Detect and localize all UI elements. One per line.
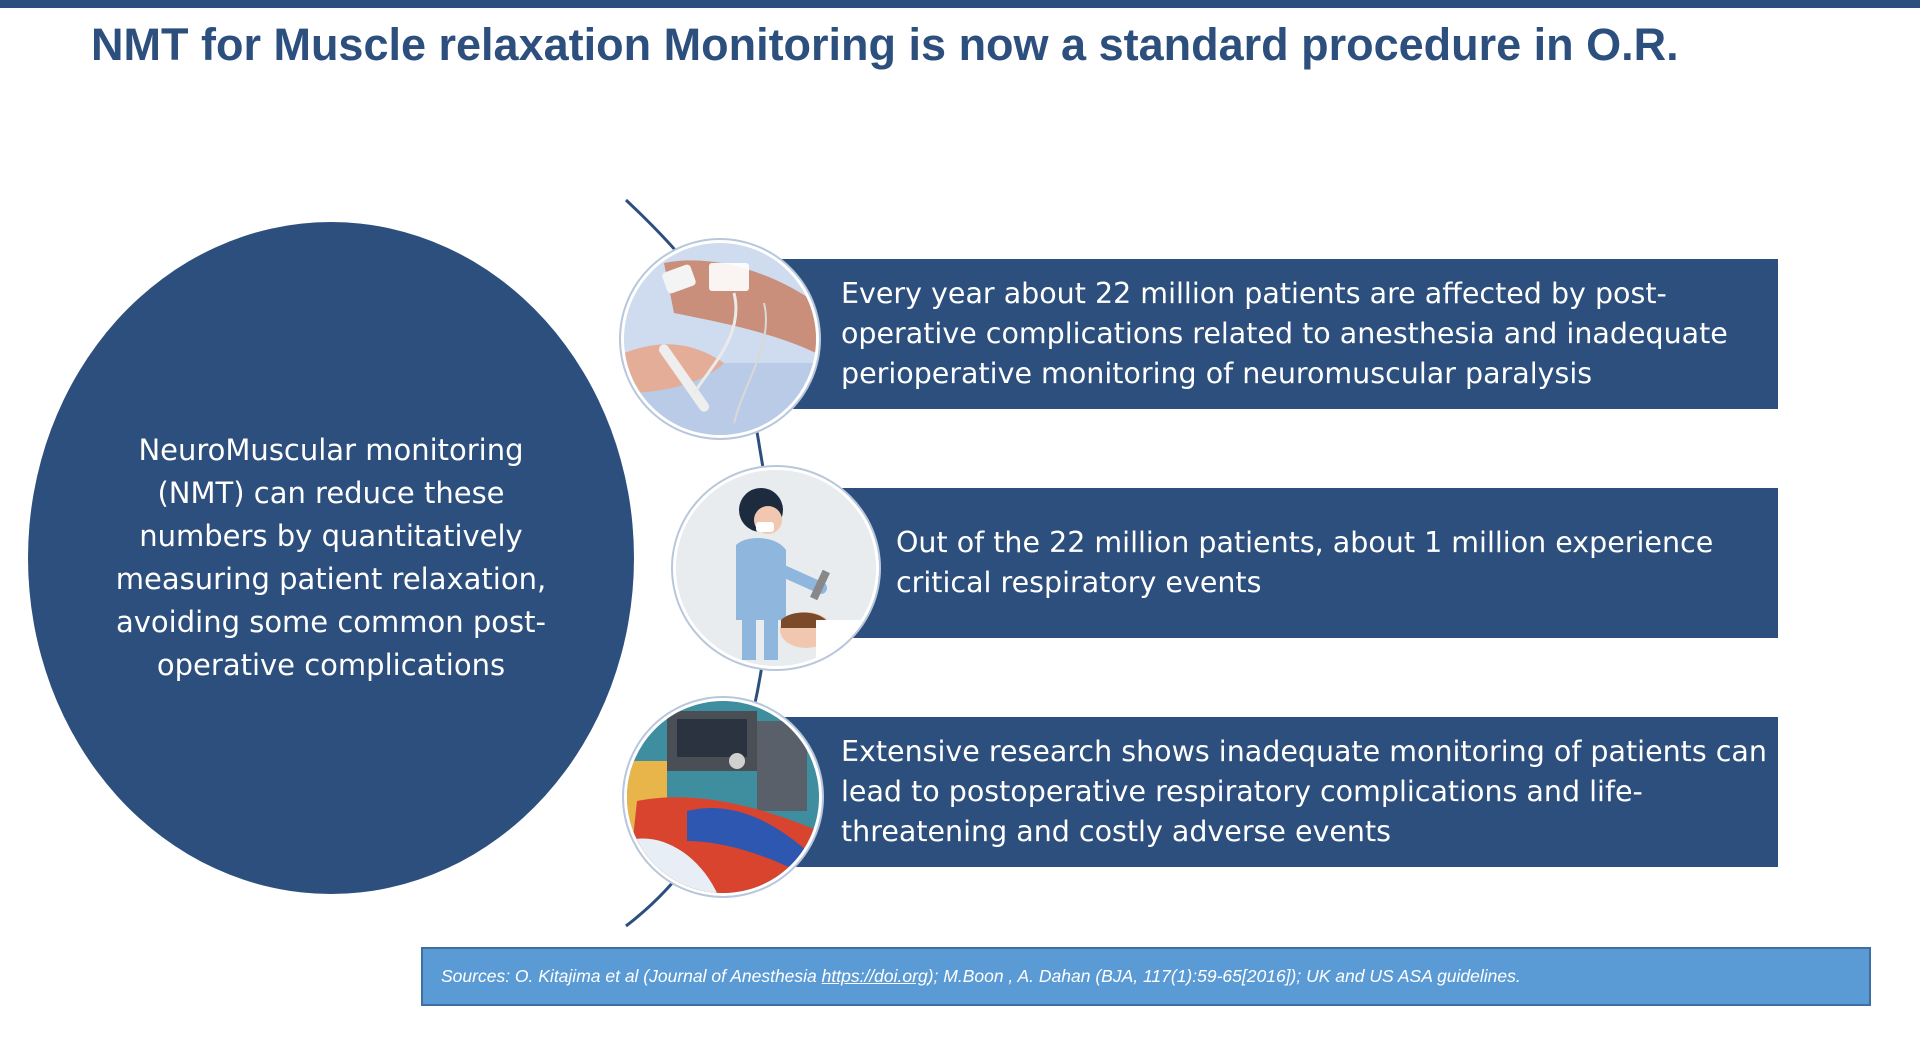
stat-text-3: Extensive research shows inadequate moni… bbox=[841, 735, 1767, 848]
stat-text-1: Every year about 22 million patients are… bbox=[841, 277, 1728, 390]
slide-title: NMT for Muscle relaxation Monitoring is … bbox=[91, 19, 1679, 70]
summary-text: NeuroMuscular monitoring (NMT) can reduc… bbox=[115, 433, 547, 682]
sources-suffix: ); M.Boon , A. Dahan (BJA, 117(1):59-65[… bbox=[927, 966, 1521, 986]
sources-link[interactable]: https://doi.org bbox=[821, 966, 928, 986]
summary-circle: NeuroMuscular monitoring (NMT) can reduc… bbox=[28, 222, 634, 894]
operating-room-photo-icon bbox=[624, 698, 822, 896]
sources-text: Sources: O. Kitajima et al (Journal of A… bbox=[441, 966, 1521, 987]
iv-drip-hand-photo-icon bbox=[621, 240, 819, 438]
top-accent-bar bbox=[0, 0, 1920, 8]
stat-text-2: Out of the 22 million patients, about 1 … bbox=[896, 526, 1714, 599]
stat-box-3: Extensive research shows inadequate moni… bbox=[780, 717, 1778, 867]
stat-box-1: Every year about 22 million patients are… bbox=[780, 259, 1778, 409]
nurse-patient-illustration-icon bbox=[673, 467, 879, 669]
sources-box: Sources: O. Kitajima et al (Journal of A… bbox=[421, 947, 1871, 1006]
stat-box-2: Out of the 22 million patients, about 1 … bbox=[836, 488, 1778, 638]
sources-prefix: Sources: O. Kitajima et al (Journal of A… bbox=[441, 966, 822, 986]
